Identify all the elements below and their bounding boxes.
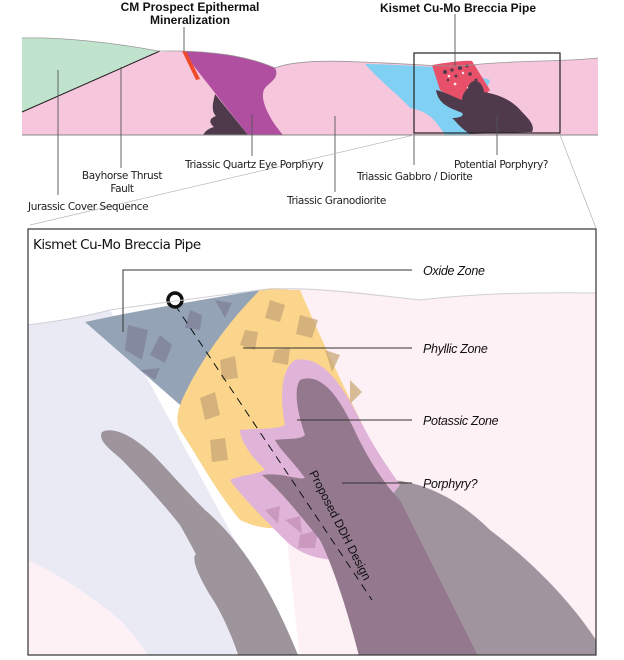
projection-line-left (29, 134, 415, 226)
label-potassic-zone: Potassic Zone (423, 414, 499, 428)
label-potential-porphyry: Potential Porphyry? (454, 159, 548, 171)
bayhorse-thrust-fault-line (21, 50, 161, 113)
jurassic-cover-unit (22, 37, 158, 112)
kismet-inset-box[interactable] (413, 52, 561, 134)
potential-porphyry-unit (436, 80, 533, 134)
gray-dike-lower (194, 554, 279, 655)
label-granodiorite: Triassic Granodiorite (286, 195, 386, 207)
topographic-surface (21, 37, 599, 69)
label-gabbro-diorite: Triassic Gabbro / Diorite (356, 171, 472, 183)
kismet-overview-title: Kismet Cu-Mo Breccia Pipe (380, 1, 536, 15)
detail-title: Kismet Cu-Mo Breccia Pipe (33, 237, 201, 253)
detail-topographic-surface (28, 288, 596, 326)
label-quartz-eye-porphyry: Triassic Quartz Eye Porphyry (184, 159, 324, 171)
porphyry-core (262, 378, 478, 655)
cm-prospect-title-line2: Mineralization (150, 13, 230, 27)
projection-line-right (559, 134, 597, 229)
label-bayhorse-thrust: Bayhorse Thrust (82, 170, 162, 182)
host-rock-pink-lower (28, 560, 148, 655)
label-oxide-zone: Oxide Zone (423, 264, 485, 278)
detail-section: Kismet Cu-Mo Breccia Pipe Oxide Zone Phy… (27, 228, 597, 656)
potassic-clasts (265, 506, 318, 548)
dark-porphyry-unit-left (203, 94, 248, 135)
detail-frame (27, 228, 597, 656)
label-bayhorse-fault: Fault (110, 183, 133, 195)
oxide-clasts (125, 300, 232, 380)
label-porphyry: Porphyry? (423, 477, 478, 491)
breccia-fragments (443, 64, 478, 82)
proposed-ddh-line (174, 304, 373, 601)
phyllic-clasts (200, 300, 362, 462)
overview-section: CM Prospect Epithermal Mineralization Ki… (21, 0, 599, 229)
label-jurassic-cover: Jurassic Cover Sequence (27, 201, 148, 213)
cm-prospect-title: CM Prospect Epithermal (121, 0, 260, 14)
leader-oxide (122, 269, 412, 332)
label-phyllic-zone: Phyllic Zone (423, 342, 488, 356)
quartz-eye-porphyry-unit (182, 51, 283, 135)
epithermal-mineralization (182, 51, 200, 80)
